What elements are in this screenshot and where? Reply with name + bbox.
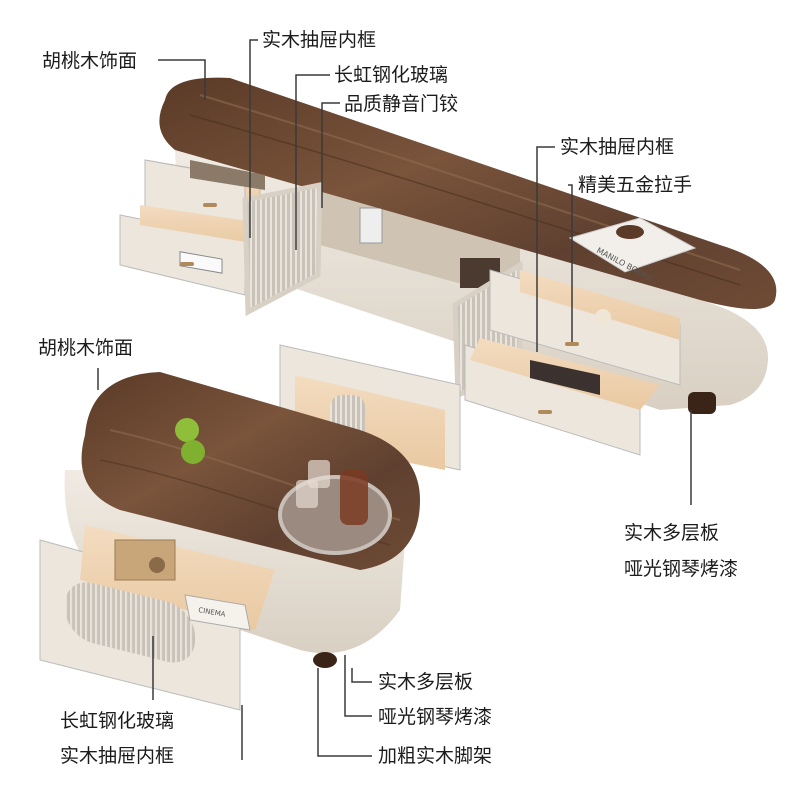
label-table-plywood: 实木多层板 (378, 671, 474, 693)
radio-knob (149, 557, 165, 573)
label-tv-hinge: 品质静音门铰 (344, 93, 459, 115)
label-table-legs: 加粗实木脚架 (378, 745, 493, 767)
tv-right-upper-drawer-inside (520, 270, 680, 340)
label-tv-plywood: 实木多层板 (624, 522, 720, 544)
leader-table-legs (317, 668, 372, 757)
tv-handle-right-upper (565, 342, 579, 346)
table-leg (313, 652, 337, 668)
radio-speaker (114, 539, 176, 581)
leader-tv-drawer-right (536, 146, 555, 352)
leader-tv-glass (295, 74, 330, 250)
label-tv-paint: 哑光钢琴烤漆 (624, 558, 739, 580)
table-drawer-glass (65, 582, 195, 663)
leader-lines (97, 39, 692, 760)
tv-top-cup (616, 225, 644, 239)
label-table-glass: 长虹钢化玻璃 (60, 710, 175, 732)
tv-drawer-book (190, 160, 265, 190)
label-tv-drawer-frame-right: 实木抽屉内框 (560, 136, 675, 158)
tv-drawer-vase (595, 309, 611, 325)
label-table-walnut: 胡桃木饰面 (38, 337, 134, 359)
glass-cup (308, 460, 330, 488)
tv-handle-upper (203, 203, 217, 207)
label-tv-drawer-frame-left: 实木抽屉内框 (262, 29, 377, 51)
lime (181, 440, 205, 464)
table-drawer-book (184, 594, 251, 631)
lime (175, 418, 199, 442)
tv-leg (688, 392, 716, 414)
tv-drawer-magazine (179, 251, 223, 274)
tv-drawer-book-right (530, 360, 600, 395)
tea-jug (340, 470, 368, 525)
tv-glass-door-left (242, 181, 323, 317)
label-table-drawer-frame: 实木抽屉内框 (60, 745, 175, 767)
leader-table-paint (344, 655, 372, 717)
leader-table-plywood (351, 668, 372, 683)
tv-handle-lower (180, 262, 194, 266)
label-table-paint: 哑光钢琴烤漆 (378, 706, 493, 728)
leader-tv-handle (568, 184, 573, 342)
leader-tv-hinge (321, 102, 340, 208)
tv-top-book (568, 217, 697, 273)
tv-shelf-books (359, 207, 383, 244)
leader-tv-drawer-left (249, 39, 258, 238)
tv-handle-right-lower (538, 410, 552, 414)
label-tv-walnut: 胡桃木饰面 (42, 50, 138, 72)
leader-tv-walnut (158, 59, 206, 100)
label-tv-glass: 长虹钢化玻璃 (334, 64, 449, 86)
label-tv-handle: 精美五金拉手 (578, 174, 693, 196)
tv-lower-drawer-inside (140, 205, 275, 245)
coffee-table: CINEMA (39, 344, 461, 711)
tv-cabinet: MANILO BOOKS (119, 77, 777, 456)
